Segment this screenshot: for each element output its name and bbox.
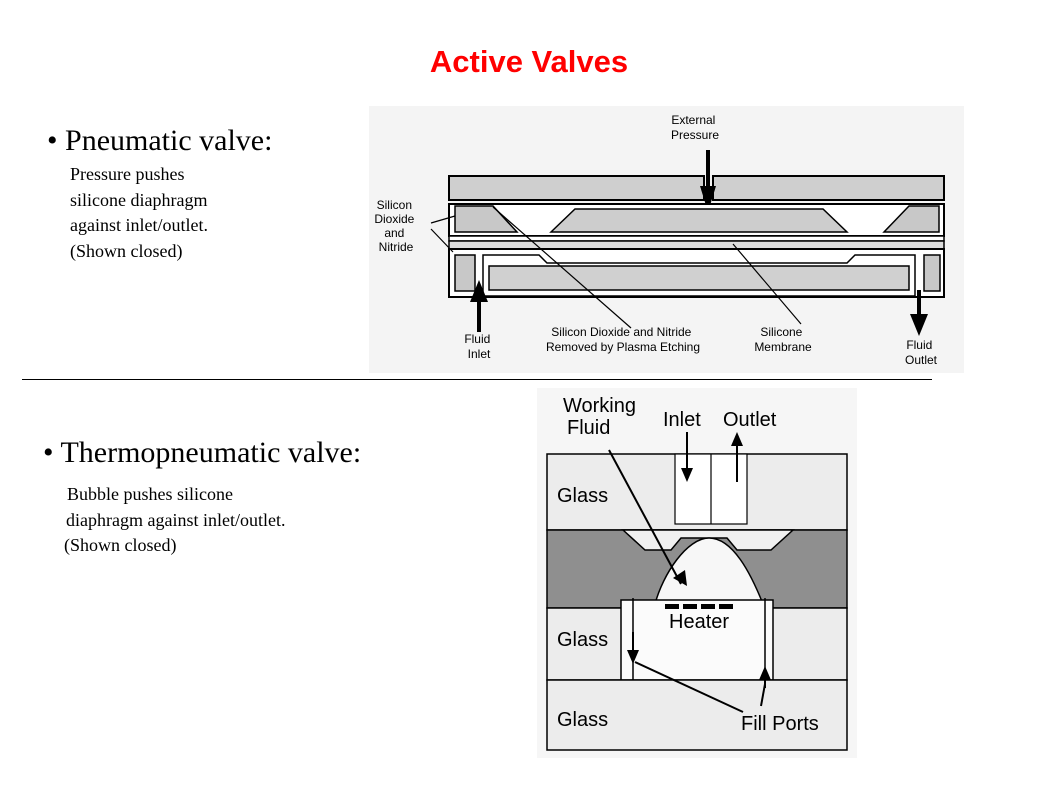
pneumatic-line: Pressure pushes xyxy=(70,164,185,184)
thermo-line: Bubble pushes silicone xyxy=(67,484,233,504)
label-removed-by-etching: Silicon Dioxide and Nitride Removed by P… xyxy=(546,325,700,354)
label-fluid-outlet: Fluid Outlet xyxy=(905,338,938,367)
thermo-description: Bubble pushes silicone diaphragm against… xyxy=(64,482,286,559)
section-divider xyxy=(22,379,932,380)
pneumatic-line: (Shown closed) xyxy=(70,240,183,261)
slide-title: Active Valves xyxy=(429,44,629,79)
pneumatic-description: Pressure pushes silicone diaphragm again… xyxy=(70,162,208,264)
thermo-line: diaphragm against inlet/outlet. xyxy=(66,509,286,530)
pneumatic-valve-diagram: External Pressure Silicon Dioxide and Ni… xyxy=(369,106,964,373)
top-plate-right xyxy=(712,175,945,201)
label-fluid-inlet: Fluid Inlet xyxy=(464,332,493,361)
label-fill-ports: Fill Ports xyxy=(741,713,819,735)
label-heater: Heater xyxy=(669,611,729,633)
label-working-fluid: Working Fluid xyxy=(563,395,642,439)
label-inlet: Inlet xyxy=(663,409,701,431)
thermopneumatic-valve-diagram: Working Fluid Inlet Outlet Glass Glass G… xyxy=(537,388,857,758)
label-external-pressure: External Pressure xyxy=(671,113,719,142)
thermo-heading: • Thermopneumatic valve: xyxy=(43,436,362,469)
top-plate-left xyxy=(448,175,705,201)
label-glass-middle: Glass xyxy=(557,629,608,651)
label-silicone-membrane: Silicone Membrane xyxy=(754,325,812,354)
pneumatic-heading: • Pneumatic valve: xyxy=(47,124,273,157)
label-glass-top: Glass xyxy=(557,485,608,507)
thermo-line: (Shown closed) xyxy=(64,535,177,555)
pneumatic-line: silicone diaphragm xyxy=(70,189,208,210)
label-glass-bottom: Glass xyxy=(557,709,608,731)
label-silicon-dioxide-nitride: Silicon Dioxide and Nitride xyxy=(374,198,417,254)
pneumatic-line: against inlet/outlet. xyxy=(70,215,208,235)
label-outlet: Outlet xyxy=(723,409,777,431)
